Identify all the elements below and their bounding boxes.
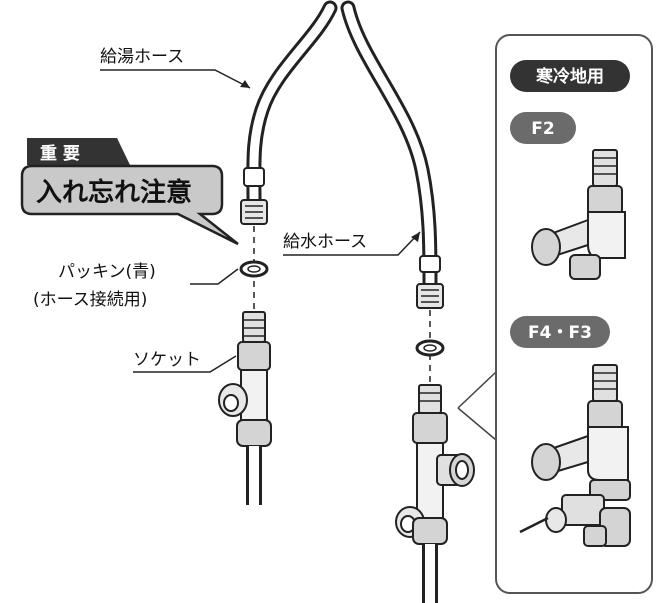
socket-fitting-cold (395, 384, 475, 603)
label-cold-water-hose: 給水ホース (283, 232, 367, 252)
panel-pointer (457, 371, 497, 409)
variant-f4-f3-pill (510, 316, 610, 348)
variant-f2-label: F2 (531, 119, 554, 139)
packing-washer-cold (415, 339, 445, 357)
notice-bubble (20, 164, 239, 246)
variant-f4-f3-label: F4・F3 (528, 323, 592, 343)
leader-line (283, 231, 421, 256)
panel-pointer (457, 407, 497, 441)
arrowhead (240, 80, 250, 88)
leader-line (190, 268, 239, 285)
important-notice: 重 要 入れ忘れ注意 (20, 138, 239, 246)
f2-fitting-illustration (531, 149, 626, 280)
arrowhead (411, 232, 420, 242)
label-packing: パッキン(青) (58, 262, 156, 282)
leader-line (133, 355, 237, 373)
label-packing-usage: (ホース接続用) (33, 290, 147, 310)
panel-title: 寒冷地用 (536, 66, 604, 87)
variant-f2-pill (510, 112, 576, 144)
panel-title-pill (510, 60, 630, 92)
label-socket: ソケット (133, 350, 201, 370)
socket-fitting-hot (218, 311, 272, 505)
hot-water-hose (240, 0, 338, 225)
packing-washer-hot (239, 260, 269, 278)
f4-f3-fitting-illustration (519, 364, 631, 547)
leader-line (100, 69, 251, 89)
cold-region-panel: 寒冷地用 F2 F4・F3 (457, 34, 653, 594)
label-hot-water-hose: 給湯ホース (100, 47, 184, 67)
cold-water-hose (340, 0, 444, 309)
notice-text: 入れ忘れ注意 (36, 177, 192, 208)
notice-tag-bg (27, 138, 130, 165)
notice-tag: 重 要 (40, 143, 80, 164)
